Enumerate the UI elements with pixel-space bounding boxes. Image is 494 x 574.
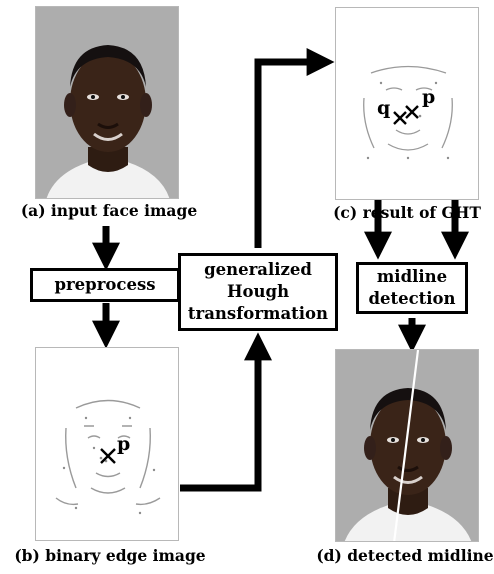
caption-b: (b) binary edge image — [14, 546, 206, 565]
point-p-marker-c — [405, 105, 419, 119]
point-label-p-b: p — [117, 433, 131, 455]
midline-line-1: midline — [376, 267, 448, 286]
face-photo-d — [336, 350, 478, 541]
arrow-ght-to-c — [254, 48, 335, 248]
point-label-p-c: p — [422, 86, 436, 108]
caption-a: (a) input face image — [20, 201, 198, 220]
ght-line-2: Hough — [226, 282, 290, 301]
preprocess-label: preprocess — [54, 275, 156, 294]
step-generalized-hough: generalized Hough transformation — [178, 253, 338, 331]
panel-d-detected-midline — [335, 349, 479, 542]
point-label-q-c: q — [377, 97, 391, 119]
step-midline-detection: midline detection — [356, 262, 468, 314]
point-p-marker-b — [100, 448, 116, 464]
panel-b-binary-edge: p — [35, 347, 179, 541]
panel-a-input-face — [35, 6, 179, 199]
step-preprocess: preprocess — [30, 268, 180, 302]
ght-line-1: generalized — [204, 260, 312, 279]
detected-midline — [393, 350, 420, 541]
midline-line-2: detection — [368, 289, 456, 308]
panel-c-ght-result: q p — [335, 7, 479, 200]
arrow-b-to-ght — [180, 332, 272, 492]
caption-c: (c) result of GHT — [333, 203, 481, 222]
edge-map-b — [55, 399, 161, 515]
vote-map-c — [363, 65, 453, 160]
point-q-marker-c — [393, 111, 407, 125]
face-photo-a — [36, 7, 178, 198]
caption-d: (d) detected midline — [316, 546, 494, 565]
ght-line-3: transformation — [187, 304, 329, 323]
